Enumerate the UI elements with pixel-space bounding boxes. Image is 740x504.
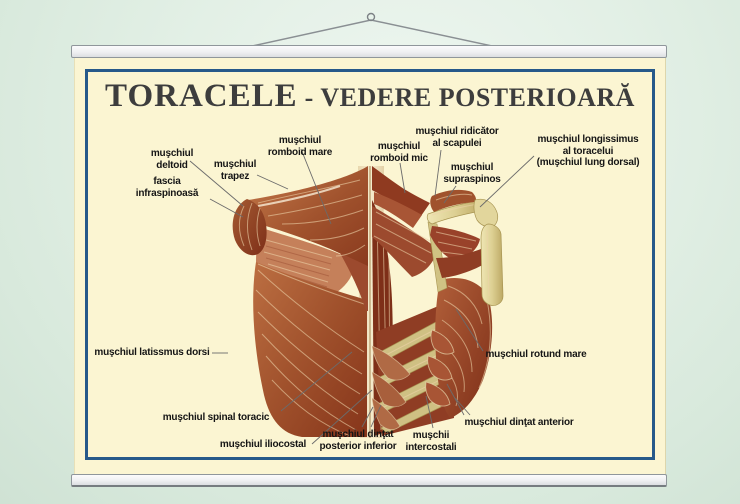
leader-lines	[189, 148, 535, 445]
hanger-ring	[366, 12, 376, 22]
leader-line	[311, 389, 373, 445]
leader-line	[209, 198, 244, 218]
leader-line	[455, 308, 484, 352]
leader-line	[399, 162, 406, 194]
leader-line	[370, 404, 382, 428]
title-word-main: TORACELE	[105, 78, 298, 114]
leader-line	[479, 155, 535, 208]
top-hanging-rail	[71, 45, 667, 58]
title-word-sub: VEDERE POSTERIOARĂ	[320, 83, 635, 112]
dintat-posterior-inferior-shape	[371, 345, 411, 430]
leader-line	[425, 395, 434, 429]
romboid-mic-shape	[374, 192, 422, 228]
trapez-shape	[245, 166, 368, 266]
leader-line	[300, 148, 332, 225]
romboid-mare-shape	[372, 206, 438, 277]
leader-line	[454, 397, 471, 416]
leader-line	[361, 406, 374, 428]
supraspinos-shape	[430, 189, 476, 212]
title-separator: -	[297, 83, 321, 112]
humerus-bone	[480, 223, 504, 306]
poster-inner-border	[85, 69, 655, 460]
leader-line	[446, 383, 465, 416]
hanger-string	[224, 12, 521, 53]
leader-line	[443, 185, 457, 204]
bottom-hanging-rail	[71, 474, 667, 487]
latissmus-dorsi-shape	[253, 262, 367, 437]
leader-line	[434, 149, 442, 197]
dintat-anterior-shape	[425, 329, 455, 407]
poster-title: TORACELE - VEDERE POSTERIOARĂ	[85, 78, 655, 115]
torso-artwork	[232, 166, 504, 438]
leader-line	[280, 351, 353, 412]
leader-line	[256, 174, 289, 190]
leader-line	[189, 160, 244, 207]
